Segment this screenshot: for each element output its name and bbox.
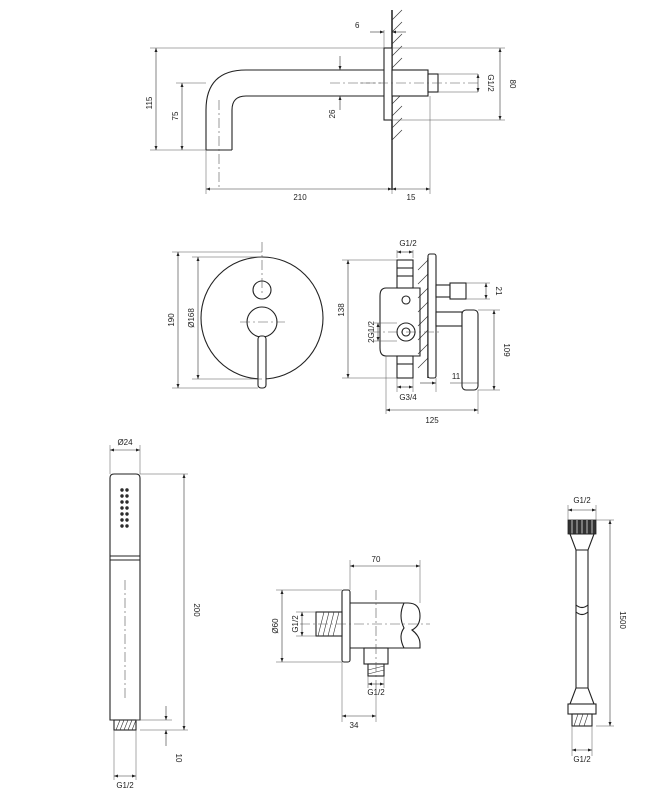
elbow-drawing: 70 Ø60 G1/2 G1/2 34	[271, 555, 430, 730]
mixer-dim-body-height: 138	[337, 303, 346, 317]
hose-dim-length: 1500	[618, 611, 627, 629]
spout-dim-depth: 80	[508, 80, 517, 89]
mixer-front-drawing: 190 Ø168	[167, 242, 324, 389]
mixer-dim-right-109: 109	[502, 343, 511, 357]
mixer-dim-top-thread: G1/2	[399, 239, 417, 248]
hose-dim-bottom-thread: G1/2	[573, 755, 591, 764]
spout-dim-height-total: 115	[145, 96, 154, 109]
hose-drawing: G1/2 1500 G1/2	[567, 496, 627, 764]
spout-dim-wall-gap: 6	[355, 21, 360, 30]
spout-dim-thread: G1/2	[486, 74, 495, 92]
hose-dim-top-thread: G1/2	[573, 496, 591, 505]
spray-nozzle-dots	[120, 488, 129, 528]
elbow-dim-dia: Ø60	[271, 618, 280, 634]
mixer-dim-11: 11	[452, 372, 461, 381]
elbow-dim-thread-side: G1/2	[291, 615, 300, 633]
handshower-drawing: Ø24 200 10 G1/2	[109, 438, 201, 790]
mixer-dim-depth-125: 125	[425, 416, 439, 425]
elbow-dim-width: 70	[372, 555, 381, 564]
spout-dim-height-outlet: 75	[171, 111, 180, 120]
spout-drawing: 6 115 75 26 G1/2 80 210 15	[145, 9, 517, 202]
handshower-dim-length: 200	[192, 603, 201, 617]
mixer-dim-right-21: 21	[494, 287, 503, 296]
spout-dim-reach: 210	[293, 193, 307, 202]
mixer-dim-bottom-thread: G3/4	[399, 393, 417, 402]
elbow-dim-thread-bottom: G1/2	[367, 688, 385, 697]
handshower-dim-thread: G1/2	[116, 781, 134, 790]
handshower-dim-dia: Ø24	[117, 438, 133, 447]
mixer-dim-side-thread: 2G1/2	[367, 321, 376, 343]
mixer-dim-plate-dia: Ø168	[187, 308, 196, 328]
spout-dim-pipe-dia: 26	[328, 109, 337, 118]
handshower-dim-10: 10	[174, 754, 183, 763]
mixer-dim-outer-dia: 190	[167, 313, 176, 327]
elbow-dim-34: 34	[350, 721, 359, 730]
mixer-side-drawing: G1/2 138 2G1/2 21 109 G3/4 11 125	[337, 239, 511, 425]
spout-dim-flange: 15	[407, 193, 416, 202]
